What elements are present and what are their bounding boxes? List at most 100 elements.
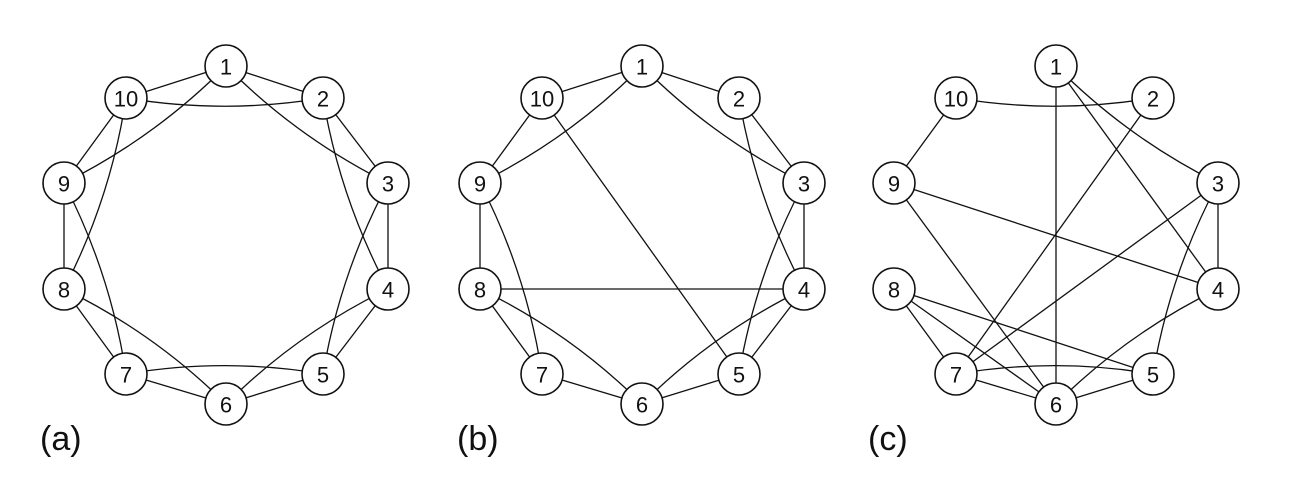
panel-c-node-8-label: 8 <box>888 278 900 303</box>
panel-b-node-7: 7 <box>520 352 564 396</box>
panel-b-node-4: 4 <box>782 267 826 311</box>
panel-a-node-1: 1 <box>204 44 248 88</box>
panel-a-node-3: 3 <box>366 161 410 205</box>
panel-b-edge-10-5 <box>541 97 740 375</box>
panel-a-node-4-label: 4 <box>382 278 394 303</box>
panel-a-edge-7-5 <box>125 365 324 375</box>
panel-c-node-7-circle <box>934 352 978 396</box>
panel-c-edge-9-6 <box>893 182 1057 405</box>
panel-c-node-8: 8 <box>872 267 916 311</box>
panel-b-node-3-circle <box>782 161 826 205</box>
panel-c-node-7: 7 <box>934 352 978 396</box>
panel-c-edge-4-6 <box>1055 288 1219 405</box>
panel-c-node-6-label: 6 <box>1050 393 1062 418</box>
panel-a-node-5: 5 <box>301 352 345 396</box>
panel-c-node-4-label: 4 <box>1212 278 1224 303</box>
panel-b-edges <box>479 65 805 405</box>
panel-a-node-6-label: 6 <box>220 393 232 418</box>
panel-b-edge-9-7 <box>479 182 543 375</box>
panel-a-node-2-label: 2 <box>317 87 329 112</box>
panel-b-node-5-circle <box>717 352 761 396</box>
panel-b-node-5: 5 <box>717 352 761 396</box>
panel-a-edge-1-3 <box>225 65 389 184</box>
panel-b-nodes: 1 2 3 4 5 6 7 8 9 10 <box>458 44 826 426</box>
panel-a-edge-1-9 <box>63 65 227 184</box>
panel-a-node-9-circle <box>42 161 86 205</box>
panel-b-node-3: 3 <box>782 161 826 205</box>
panel-c-node-6-circle <box>1034 382 1078 426</box>
panel-a-node-4: 4 <box>366 267 410 311</box>
panel-c-node-3-label: 3 <box>1212 172 1224 197</box>
panel-a-node-3-label: 3 <box>382 172 394 197</box>
panel-a-node-2: 2 <box>301 76 345 120</box>
panel-c-node-3-circle <box>1196 161 1240 205</box>
panel-b-edge-3-5 <box>738 182 805 375</box>
panel-c-node-10-label: 10 <box>944 87 968 112</box>
panel-c-edge-10-2 <box>955 97 1154 107</box>
panel-b-node-4-label: 4 <box>798 278 810 303</box>
panel-a-edge-8-6 <box>63 288 227 405</box>
panel-a-edge-9-7 <box>63 182 127 375</box>
panel-c-edges <box>893 65 1219 405</box>
panel-a-node-6: 6 <box>204 382 248 426</box>
panel-a-node-5-circle <box>301 352 345 396</box>
panel-a-node-3-circle <box>366 161 410 205</box>
panel-c-node-6: 6 <box>1034 382 1078 426</box>
panel-b-node-6-circle <box>620 382 664 426</box>
panel-b-node-9-label: 9 <box>474 172 486 197</box>
panel-c-node-1-circle <box>1034 44 1078 88</box>
panel-c-edge-1-4 <box>1055 65 1219 290</box>
panel-a-node-1-circle <box>204 44 248 88</box>
panel-b-node-10: 10 <box>520 76 564 120</box>
panel-c-node-3: 3 <box>1196 161 1240 205</box>
panel-b-node-7-label: 7 <box>536 363 548 388</box>
panel-c-node-5: 5 <box>1131 352 1175 396</box>
panel-c-node-4: 4 <box>1196 267 1240 311</box>
panel-c-node-2-label: 2 <box>1147 87 1159 112</box>
panel-c-node-1: 1 <box>1034 44 1078 88</box>
panel-b-node-10-label: 10 <box>530 87 554 112</box>
panel-c-edge-3-7 <box>955 182 1219 375</box>
panel-b-node-7-circle <box>520 352 564 396</box>
panel-c-label: (c) <box>868 420 908 458</box>
panel-b-node-2-label: 2 <box>733 87 745 112</box>
panel-c-edge-1-3 <box>1055 65 1219 184</box>
panel-a-node-8: 8 <box>42 267 86 311</box>
panel-a-nodes: 1 2 3 4 5 6 7 8 9 10 <box>42 44 410 426</box>
panel-a-edge-4-6 <box>225 288 389 405</box>
panel-a-node-8-circle <box>42 267 86 311</box>
panel-b-node-3-label: 3 <box>798 172 810 197</box>
panel-b-edge-1-3 <box>641 65 805 184</box>
panel-b-node-10-circle <box>520 76 564 120</box>
panel-b-node-5-label: 5 <box>733 363 745 388</box>
panel-b-node-8-label: 8 <box>474 278 486 303</box>
panel-c-node-4-circle <box>1196 267 1240 311</box>
panel-a-node-2-circle <box>301 76 345 120</box>
panel-c-node-10-circle <box>934 76 978 120</box>
panel-c-node-10: 10 <box>934 76 978 120</box>
panel-a-edge-10-8 <box>63 97 127 290</box>
panel-a: 1 2 3 4 5 6 7 8 9 10 (a) <box>40 44 410 458</box>
panel-a-node-8-label: 8 <box>58 278 70 303</box>
panel-b-node-1: 1 <box>620 44 664 88</box>
panel-c-node-5-circle <box>1131 352 1175 396</box>
panel-b-node-2-circle <box>717 76 761 120</box>
panel-a-label: (a) <box>40 420 82 458</box>
panel-a-node-7-circle <box>104 352 148 396</box>
panel-b-node-8-circle <box>458 267 502 311</box>
panel-b-edge-4-6 <box>641 288 805 405</box>
panel-c-node-7-label: 7 <box>950 363 962 388</box>
panel-a-edge-10-2 <box>125 97 324 107</box>
panel-b-edge-2-4 <box>738 97 805 290</box>
panel-b-node-6-label: 6 <box>636 393 648 418</box>
panel-a-node-7: 7 <box>104 352 148 396</box>
panel-a-node-10-label: 10 <box>114 87 138 112</box>
panel-c-edge-8-6 <box>893 288 1057 405</box>
panel-a-node-9: 9 <box>42 161 86 205</box>
panel-c-edge-8-5 <box>893 288 1154 375</box>
panel-c-node-1-label: 1 <box>1050 55 1062 80</box>
panel-a-node-7-label: 7 <box>120 363 132 388</box>
panel-b-node-4-circle <box>782 267 826 311</box>
